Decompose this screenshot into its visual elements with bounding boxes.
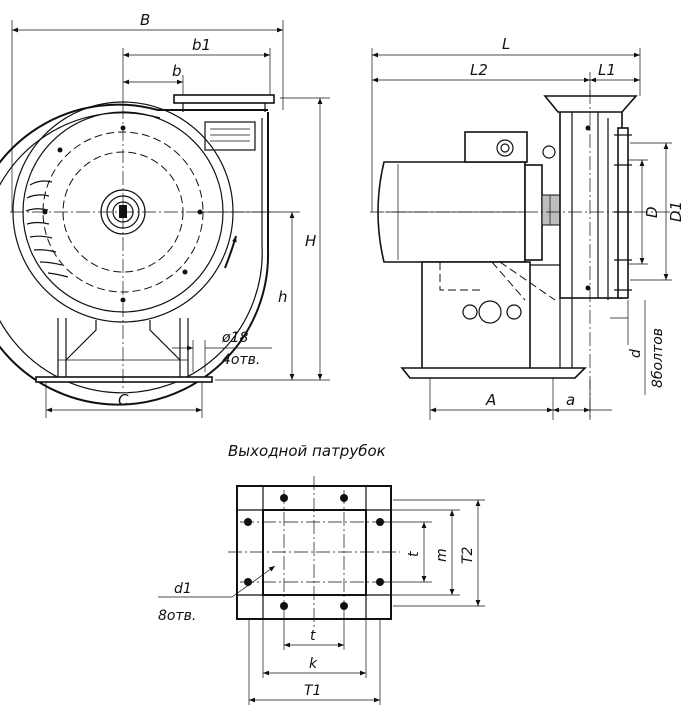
impeller-blades bbox=[25, 180, 69, 278]
outlet-flange-view: Выходной патрубок bbox=[158, 442, 485, 705]
dim-T1: T1 bbox=[304, 683, 321, 699]
volute-housing bbox=[0, 103, 270, 406]
bolts-label: 8болтов bbox=[650, 328, 666, 388]
dim-d1: d1 bbox=[174, 581, 192, 597]
dim-L2: L2 bbox=[470, 61, 488, 79]
dim-b: b bbox=[172, 62, 182, 80]
fan-housing bbox=[559, 109, 623, 299]
dim-L: L bbox=[502, 35, 510, 53]
dim-L1: L1 bbox=[598, 61, 616, 79]
motor-stand bbox=[421, 261, 531, 375]
dim-A: A bbox=[485, 391, 496, 409]
hole-diameter-label: ø18 bbox=[221, 330, 248, 346]
side-base-plate bbox=[400, 367, 587, 379]
outlet-title: Выходной патрубок bbox=[228, 442, 386, 460]
hole-count-label: 4отв. bbox=[222, 352, 260, 368]
front-outlet-flange bbox=[173, 94, 275, 104]
dim-T2: T2 bbox=[460, 546, 476, 564]
dim-B: B bbox=[140, 11, 150, 29]
motor-flange bbox=[524, 164, 543, 261]
dim-C: C bbox=[118, 391, 129, 409]
dim-h: h bbox=[278, 288, 288, 306]
dim-a: a bbox=[566, 391, 575, 409]
side-outlet-flange bbox=[543, 95, 638, 113]
dim-H: H bbox=[305, 232, 316, 250]
dim-b1: b1 bbox=[192, 36, 211, 54]
outlet-opening bbox=[262, 509, 367, 596]
dim-t-horizontal: t bbox=[310, 628, 316, 644]
side-view: L L2 L1 D D1 d 8болтов A a bbox=[370, 35, 685, 420]
dim-D: D bbox=[643, 206, 661, 218]
front-view: B b1 b H h ø18 4отв. C bbox=[0, 11, 330, 418]
dim-m: m bbox=[434, 548, 450, 562]
dim-k: k bbox=[309, 656, 318, 672]
terminal-box bbox=[464, 131, 528, 163]
front-support-frame bbox=[35, 318, 213, 383]
dim-d: d bbox=[628, 349, 644, 358]
nameplate bbox=[204, 121, 256, 151]
dim-t-vertical: t bbox=[406, 551, 422, 557]
holes-label: 8отв. bbox=[158, 608, 196, 624]
dim-D1: D1 bbox=[667, 201, 685, 222]
rotation-arrow bbox=[224, 235, 237, 269]
